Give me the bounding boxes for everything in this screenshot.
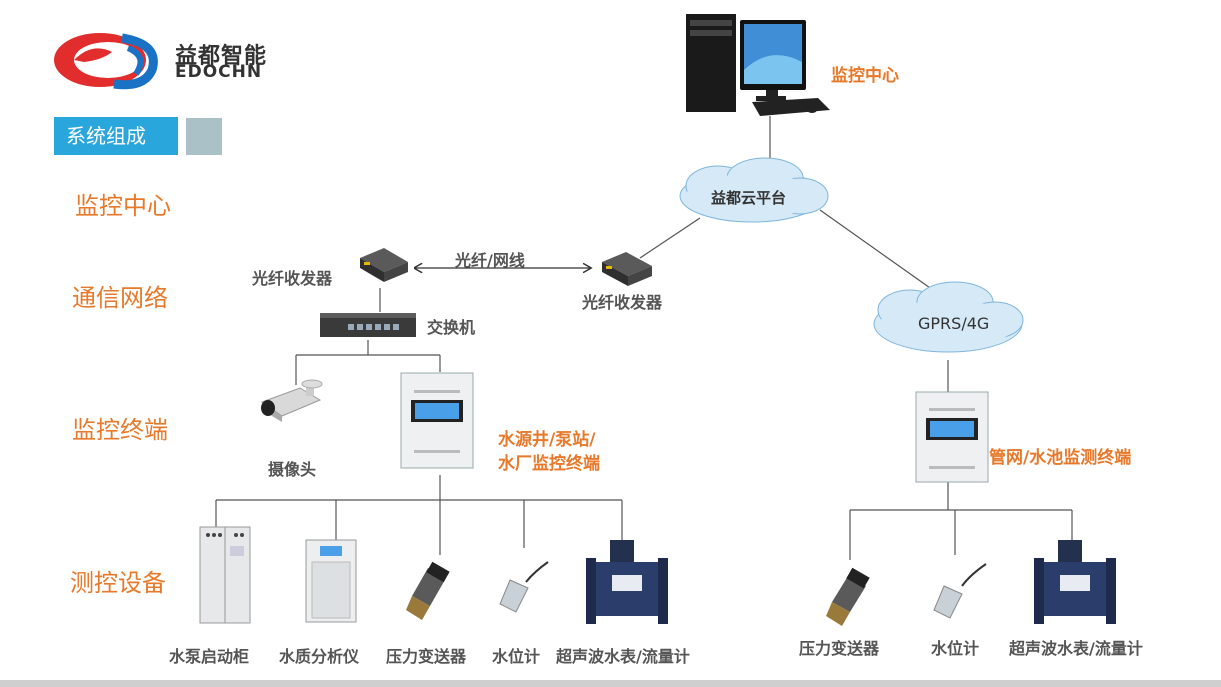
device-left-3: 水位计 bbox=[492, 647, 541, 666]
line-cloud-gprs bbox=[819, 209, 941, 296]
line-cloud-fiber bbox=[639, 217, 701, 259]
brand-name-cn: 益都智能 bbox=[175, 44, 268, 69]
layer-network: 通信网络 bbox=[72, 284, 168, 312]
label-gprs: GPRS/4G bbox=[918, 314, 990, 333]
label-terminal-right: 管网/水池监测终端 bbox=[989, 448, 1132, 468]
section-title-square bbox=[186, 118, 222, 155]
bottom-bar bbox=[0, 680, 1221, 687]
device-right-2: 超声波水表/流量计 bbox=[1009, 639, 1143, 658]
logo-mark-icon bbox=[54, 33, 158, 90]
label-terminal-left-line2: 水厂监控终端 bbox=[498, 454, 600, 474]
label-fiber-link: 光纤/网线 bbox=[455, 251, 525, 270]
label-switch: 交换机 bbox=[427, 318, 476, 337]
brand-name-en: EDOCHN bbox=[175, 62, 263, 82]
label-camera: 摄像头 bbox=[268, 460, 317, 479]
brand-logo bbox=[52, 30, 162, 94]
label-terminal-left-line1: 水源井/泵站/ bbox=[498, 430, 596, 450]
device-right-1: 水位计 bbox=[931, 639, 980, 658]
label-fiber-left: 光纤收发器 bbox=[252, 269, 333, 288]
label-fiber-right: 光纤收发器 bbox=[582, 293, 663, 312]
section-title: 系统组成 bbox=[54, 117, 178, 155]
layer-monitor-center: 监控中心 bbox=[75, 192, 171, 220]
device-right-0: 压力变送器 bbox=[799, 639, 880, 658]
label-monitor-center: 监控中心 bbox=[831, 66, 899, 86]
device-left-4: 超声波水表/流量计 bbox=[556, 647, 690, 666]
label-cloud-platform: 益都云平台 bbox=[711, 189, 787, 207]
layer-devices: 测控设备 bbox=[70, 569, 166, 597]
device-left-0: 水泵启动柜 bbox=[169, 647, 250, 666]
device-left-2: 压力变送器 bbox=[386, 647, 467, 666]
layer-terminal: 监控终端 bbox=[72, 416, 168, 444]
device-left-1: 水质分析仪 bbox=[279, 647, 360, 666]
